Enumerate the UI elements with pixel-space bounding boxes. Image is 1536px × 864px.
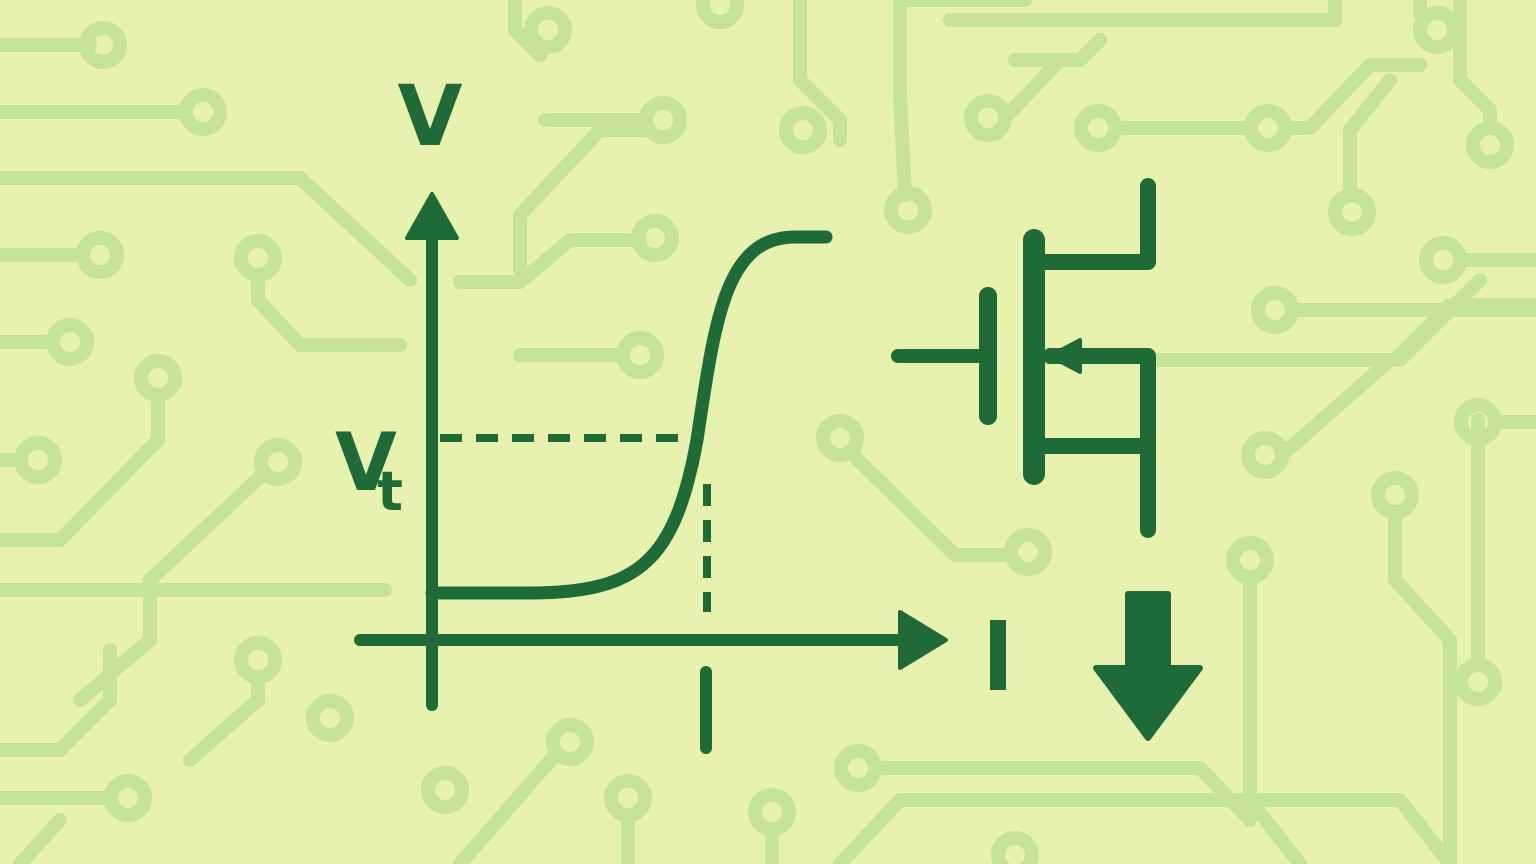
mosfet-symbol-icon (891, 178, 1156, 538)
x-axis-arrowhead (898, 610, 948, 670)
x-axis-label: I (990, 620, 1006, 690)
threshold-label: V (335, 416, 397, 509)
arrow-down-icon (1093, 591, 1203, 741)
threshold-label-subscript: t (377, 460, 403, 523)
characteristic-curve (425, 230, 833, 600)
vi-graph (354, 192, 948, 754)
y-axis-label: V (397, 67, 462, 165)
y-axis-arrowhead (405, 192, 459, 240)
